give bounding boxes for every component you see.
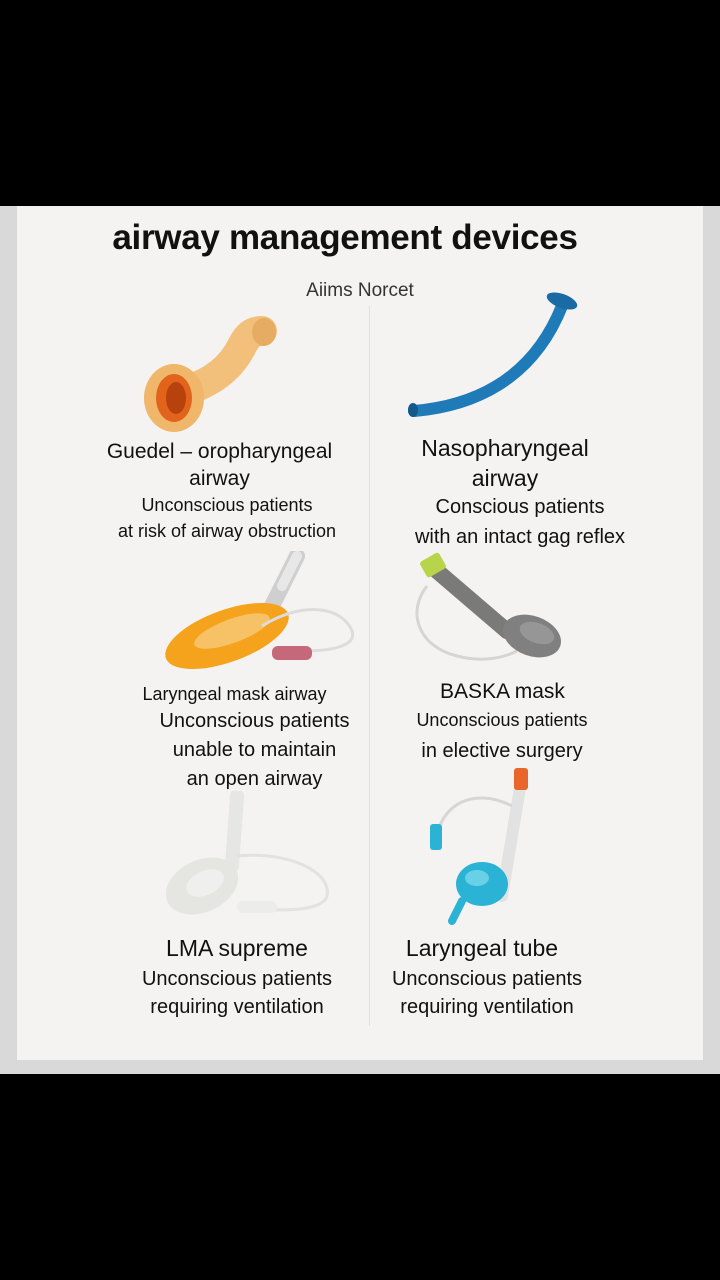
device-desc-line: requiring ventilation <box>150 996 324 1018</box>
device-desc-line: unable to maintain <box>172 739 337 761</box>
device-desc-line: at risk of airway obstruction <box>117 521 337 541</box>
laryngeal-mask-airway-icon <box>165 551 355 670</box>
device-name: BASKA mask <box>440 680 565 703</box>
infographic-card: airway management devices Aiims Norcet G… <box>17 206 703 1060</box>
device-name: Laryngeal mask airway <box>142 684 327 704</box>
device-desc-line: Unconscious patients <box>159 710 350 732</box>
device-desc-line: Unconscious patients <box>391 968 583 990</box>
device-name: Laryngeal tube <box>405 935 559 961</box>
column-divider <box>369 306 370 1026</box>
device-desc-line: with an intact gag reflex <box>414 526 626 548</box>
page-subtitle: Aiims Norcet <box>306 280 414 301</box>
lma-supreme-icon <box>165 791 329 915</box>
device-desc-line: in elective surgery <box>421 740 583 762</box>
device-desc-line: Unconscious patients <box>141 495 313 515</box>
device-desc-line: an open airway <box>186 768 323 790</box>
device-desc-line: Unconscious patients <box>141 968 333 990</box>
screenshot-frame: airway management devices Aiims Norcet G… <box>0 206 720 1074</box>
device-desc-line: requiring ventilation <box>400 996 574 1018</box>
device-name: Guedel – oropharyngeal airway <box>106 440 333 491</box>
nasopharyngeal-airway-icon <box>408 292 578 417</box>
device-name: LMA supreme <box>166 935 308 961</box>
device-desc-line: Conscious patients <box>435 496 605 518</box>
laryngeal-tube-icon <box>430 768 528 925</box>
device-name: Nasopharyngeal airway <box>421 435 589 491</box>
guedel-airway-icon <box>144 316 277 432</box>
page-title: airway management devices <box>112 218 578 257</box>
device-desc-line: Unconscious patients <box>416 710 588 730</box>
baska-mask-icon <box>415 552 562 661</box>
